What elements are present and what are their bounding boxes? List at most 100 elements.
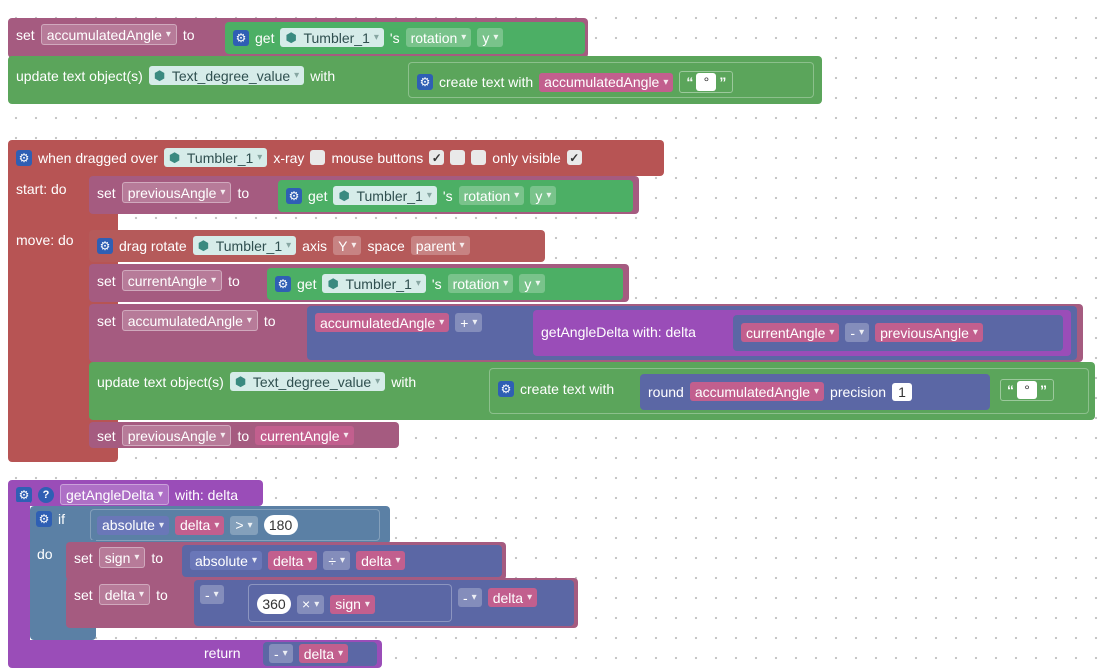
var-dropdown-current-angle[interactable]: currentAngle xyxy=(121,270,223,291)
var-accumulated-angle[interactable]: accumulatedAngle xyxy=(539,72,674,92)
gear-icon[interactable]: ⚙ xyxy=(233,29,249,46)
operator-minus-dropdown[interactable]: - xyxy=(458,588,482,607)
set-keyword: set xyxy=(16,26,35,43)
gear-icon[interactable]: ⚙ xyxy=(16,486,32,503)
when-dragged-event-block[interactable]: ⚙ when dragged over ⬢ Tumbler_1 x-ray mo… xyxy=(8,140,664,176)
var-accumulated-angle[interactable]: accumulatedAngle xyxy=(689,382,825,401)
operator-times-dropdown[interactable]: × xyxy=(297,594,325,614)
property-dropdown-rotation[interactable]: rotation xyxy=(458,186,525,205)
object-dropdown-tumbler[interactable]: ⬢ Tumbler_1 xyxy=(280,28,384,47)
if-block[interactable]: ⚙ if absolute delta > 180 xyxy=(30,506,390,544)
object-dropdown-tumbler[interactable]: ⬢ Tumbler_1 xyxy=(322,274,426,293)
create-text-block[interactable]: ⚙ create text with round accumulatedAngl… xyxy=(489,368,1089,414)
set-current-angle-block[interactable]: set currentAngle to ⚙ get ⬢ Tumbler_1 's… xyxy=(89,264,629,302)
math-multiply-block[interactable]: 360 × sign xyxy=(248,584,452,622)
compare-block[interactable]: absolute delta > 180 xyxy=(90,509,380,541)
mouse-left-checkbox[interactable]: ✓ xyxy=(429,150,445,165)
set-accumulated-angle-delta-block[interactable]: set accumulatedAngle to accumulatedAngle… xyxy=(89,304,1083,362)
gear-icon[interactable]: ⚙ xyxy=(16,149,32,166)
get-keyword: get xyxy=(297,275,317,292)
var-dropdown-delta[interactable]: delta xyxy=(98,584,151,605)
create-text-block[interactable]: ⚙ create text with accumulatedAngle “ ° … xyxy=(408,62,814,98)
property-dropdown-rotation[interactable]: rotation xyxy=(447,274,514,293)
property-dropdown-rotation[interactable]: rotation xyxy=(405,28,472,47)
cube-icon: ⬢ xyxy=(168,149,181,165)
var-dropdown-accumulated-angle[interactable]: accumulatedAngle xyxy=(40,24,177,45)
precision-number[interactable]: 1 xyxy=(892,382,913,401)
var-previous-angle[interactable]: previousAngle xyxy=(875,323,983,342)
gear-icon[interactable]: ⚙ xyxy=(498,381,514,397)
mouse-right-checkbox[interactable] xyxy=(471,150,487,165)
degree-text[interactable]: ° xyxy=(1017,381,1037,399)
var-delta[interactable]: delta xyxy=(267,551,318,570)
object-dropdown-tumbler[interactable]: ⬢ Tumbler_1 xyxy=(333,186,437,205)
math-absolute-dropdown[interactable]: absolute xyxy=(190,551,262,570)
operator-minus-dropdown[interactable]: - xyxy=(269,644,293,663)
axis-dropdown-y[interactable]: y xyxy=(477,28,504,47)
var-accumulated-angle[interactable]: accumulatedAngle xyxy=(315,313,450,332)
only-visible-checkbox[interactable]: ✓ xyxy=(566,150,582,165)
math-add-block[interactable]: accumulatedAngle + getAngleDelta with: d… xyxy=(307,306,1077,360)
degree-text[interactable]: ° xyxy=(696,73,717,91)
var-current-angle[interactable]: currentAngle xyxy=(255,426,354,445)
operator-minus-dropdown[interactable]: - xyxy=(845,323,870,342)
set-sign-block[interactable]: set sign to absolute delta ÷ delta xyxy=(66,542,506,580)
gear-icon[interactable]: ⚙ xyxy=(417,74,433,90)
get-rotation-block[interactable]: ⚙ get ⬢ Tumbler_1 's rotation y xyxy=(225,22,585,54)
drag-rotate-block[interactable]: ⚙ drag rotate ⬢ Tumbler_1 axis Y space p… xyxy=(89,230,545,262)
get-rotation-block[interactable]: ⚙ get ⬢ Tumbler_1 's rotation y xyxy=(267,268,623,300)
axis-dropdown-y[interactable]: y xyxy=(530,186,557,205)
var-sign[interactable]: sign xyxy=(330,594,375,614)
math-round-block[interactable]: round accumulatedAngle precision 1 xyxy=(640,374,990,410)
var-dropdown-sign[interactable]: sign xyxy=(98,547,146,568)
xray-checkbox[interactable] xyxy=(310,150,326,165)
space-dropdown[interactable]: parent xyxy=(410,236,470,255)
object-dropdown-text-degree[interactable]: ⬢ Text_degree_value xyxy=(148,66,305,85)
quote-close: ” xyxy=(719,74,727,90)
object-dropdown-tumbler[interactable]: ⬢ Tumbler_1 xyxy=(192,236,297,255)
object-dropdown-text-degree[interactable]: ⬢ Text_degree_value xyxy=(229,372,386,391)
quote-close: ” xyxy=(1040,382,1047,398)
var-dropdown-accumulated-angle[interactable]: accumulatedAngle xyxy=(121,310,258,331)
number-180[interactable]: 180 xyxy=(263,515,298,535)
axis-dropdown[interactable]: Y xyxy=(333,236,362,255)
var-current-angle[interactable]: currentAngle xyxy=(741,323,840,342)
update-text-object-block[interactable]: update text object(s) ⬢ Text_degree_valu… xyxy=(8,56,822,104)
get-rotation-block[interactable]: ⚙ get ⬢ Tumbler_1 's rotation y xyxy=(278,180,633,212)
operator-gt-dropdown[interactable]: > xyxy=(230,515,258,535)
var-dropdown-previous-angle[interactable]: previousAngle xyxy=(121,182,232,203)
var-dropdown-previous-angle[interactable]: previousAngle xyxy=(121,425,232,446)
text-literal[interactable]: “ ° ” xyxy=(679,71,734,93)
number-360[interactable]: 360 xyxy=(257,594,291,614)
function-name-field[interactable]: getAngleDelta xyxy=(60,484,169,505)
gear-icon[interactable]: ⚙ xyxy=(36,511,52,527)
math-subtract-block[interactable]: - 360 × sign - delta xyxy=(194,580,574,626)
function-definition-block[interactable]: ⚙ ? getAngleDelta with: delta xyxy=(8,480,263,506)
space-label: space xyxy=(367,237,405,254)
math-absolute-dropdown[interactable]: absolute xyxy=(97,515,169,535)
math-divide-block[interactable]: absolute delta ÷ delta xyxy=(182,545,502,577)
gear-icon[interactable]: ⚙ xyxy=(275,275,291,292)
math-subtract-block[interactable]: currentAngle - previousAngle xyxy=(733,315,1063,351)
var-delta[interactable]: delta xyxy=(356,551,406,570)
question-icon[interactable]: ? xyxy=(38,486,54,503)
operator-plus-dropdown[interactable]: + xyxy=(455,313,483,332)
var-delta[interactable]: delta xyxy=(174,515,225,535)
axis-dropdown-y[interactable]: y xyxy=(519,274,546,293)
call-get-angle-delta-block[interactable]: getAngleDelta with: delta currentAngle -… xyxy=(533,310,1071,356)
text-literal[interactable]: “ ° ” xyxy=(1000,379,1054,401)
gear-icon[interactable]: ⚙ xyxy=(286,187,302,204)
update-text-object-block[interactable]: update text object(s) ⬢ Text_degree_valu… xyxy=(89,362,1095,420)
math-negate-block[interactable]: - delta xyxy=(263,642,377,666)
mouse-middle-checkbox[interactable] xyxy=(450,150,466,165)
object-dropdown-tumbler[interactable]: ⬢ Tumbler_1 xyxy=(163,148,268,167)
set-previous-angle-block[interactable]: set previousAngle to currentAngle xyxy=(89,422,399,448)
var-delta[interactable]: delta xyxy=(487,588,538,607)
gear-icon[interactable]: ⚙ xyxy=(97,237,113,254)
set-previous-angle-block[interactable]: set previousAngle to ⚙ get ⬢ Tumbler_1 '… xyxy=(89,176,639,214)
var-delta[interactable]: delta xyxy=(298,644,349,663)
set-delta-block[interactable]: set delta to - 360 × sign - delta xyxy=(66,578,578,628)
set-accumulated-angle-block[interactable]: set accumulatedAngle to ⚙ get ⬢ Tumbler_… xyxy=(8,18,588,58)
operator-divide-dropdown[interactable]: ÷ xyxy=(323,551,351,570)
operator-minus-dropdown[interactable]: - xyxy=(200,585,224,604)
